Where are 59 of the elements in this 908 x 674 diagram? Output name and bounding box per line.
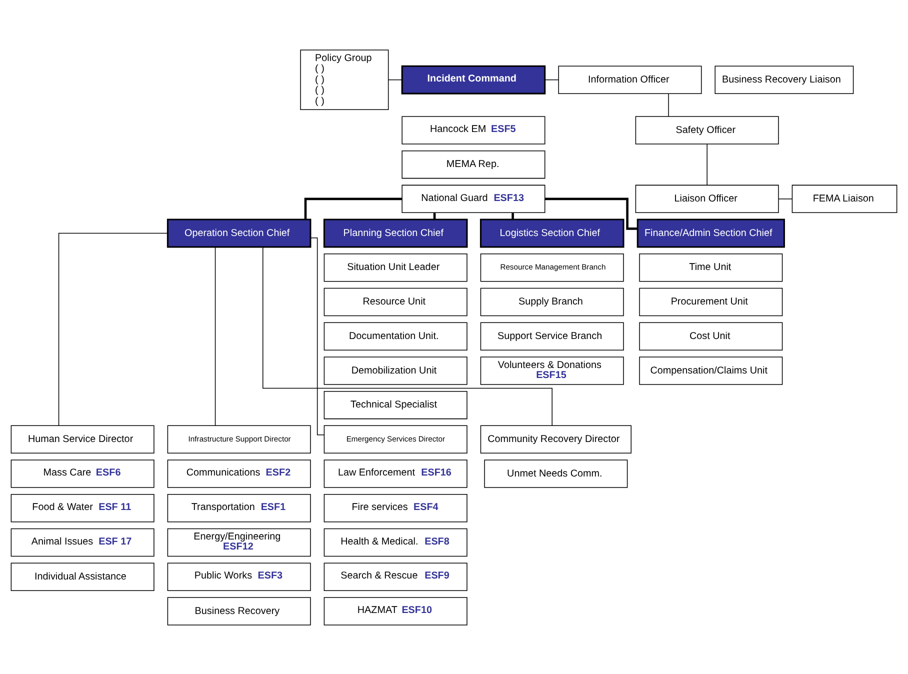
connector <box>58 232 168 426</box>
node-box: Resource Unit <box>324 287 468 316</box>
connector <box>214 246 216 426</box>
node-box: National Guard ESF13 <box>402 184 546 213</box>
node-box: HAZMAT ESF10 <box>324 596 468 625</box>
connector <box>388 78 402 80</box>
node-box: Information Officer <box>558 65 702 94</box>
node-box: Time Unit <box>639 253 783 282</box>
node-box: Public Works ESF3 <box>167 562 311 590</box>
connector <box>544 78 559 80</box>
node-box: Health & Medical. ESF8 <box>324 528 468 556</box>
node-box: Individual Assistance <box>10 562 154 590</box>
connector <box>433 212 436 219</box>
node-box: Volunteers & Donations ESF15 <box>480 356 624 384</box>
node-box: Compensation/Claims Unit <box>639 356 783 384</box>
connector <box>778 198 793 199</box>
node-box: Food & Water ESF 11 <box>10 494 154 522</box>
node-box: Planning Section Chief <box>323 218 468 248</box>
node-box: Supply Branch <box>480 287 624 316</box>
node-box: Logistics Section Chief <box>480 218 624 248</box>
node-box: Business Recovery <box>167 596 311 625</box>
node-box: Operation Section Chief <box>166 218 312 248</box>
node-box: Unmet Needs Comm. <box>484 459 628 488</box>
node-box: Human Service Director <box>10 424 154 454</box>
node-box: Law Enforcement ESF16 <box>324 459 468 488</box>
node-box: Policy Group ( ) ( ) ( ) ( ) <box>300 49 389 110</box>
node-box: Fire services ESF4 <box>324 494 468 522</box>
node-box: Communications ESF2 <box>167 459 311 488</box>
node-box: Finance/Admin Section Chief <box>636 218 785 248</box>
node-box: Animal Issues ESF 17 <box>10 528 154 556</box>
node-box: Emergency Services Director <box>324 424 468 454</box>
connector <box>544 197 638 230</box>
node-box: Cost Unit <box>639 322 783 350</box>
connector <box>512 212 514 219</box>
node-box: Community Recovery Director <box>480 424 632 454</box>
node-box: Situation Unit Leader <box>324 253 468 282</box>
node-box: Hancock EM ESF5 <box>402 116 546 144</box>
node-box: Infrastructure Support Director <box>167 424 311 454</box>
node-box: Search & Rescue ESF9 <box>324 562 468 590</box>
node-box: Mass Care ESF6 <box>10 459 154 488</box>
node-box: Transportation ESF1 <box>167 494 311 522</box>
node-box: Liaison Officer <box>635 184 779 213</box>
connector <box>262 246 552 426</box>
node-box: Demobilization Unit <box>324 356 468 384</box>
node-box: Safety Officer <box>635 116 779 144</box>
node-box: Business Recovery Liaison <box>714 65 854 94</box>
node-box: Energy/Engineering ESF12 <box>167 528 311 556</box>
node-box: Resource Management Branch <box>480 253 624 282</box>
node-box: Procurement Unit <box>639 287 783 316</box>
node-box: MEMA Rep. <box>402 150 546 178</box>
node-box: FEMA Liaison <box>792 184 898 213</box>
node-box: Incident Command <box>401 64 546 94</box>
connector <box>304 197 402 220</box>
connector <box>310 236 324 435</box>
node-box: Support Service Branch <box>480 322 624 350</box>
connector <box>706 143 708 185</box>
node-box: Technical Specialist <box>324 390 468 419</box>
node-box: Documentation Unit. <box>324 322 468 350</box>
connector <box>668 92 669 116</box>
